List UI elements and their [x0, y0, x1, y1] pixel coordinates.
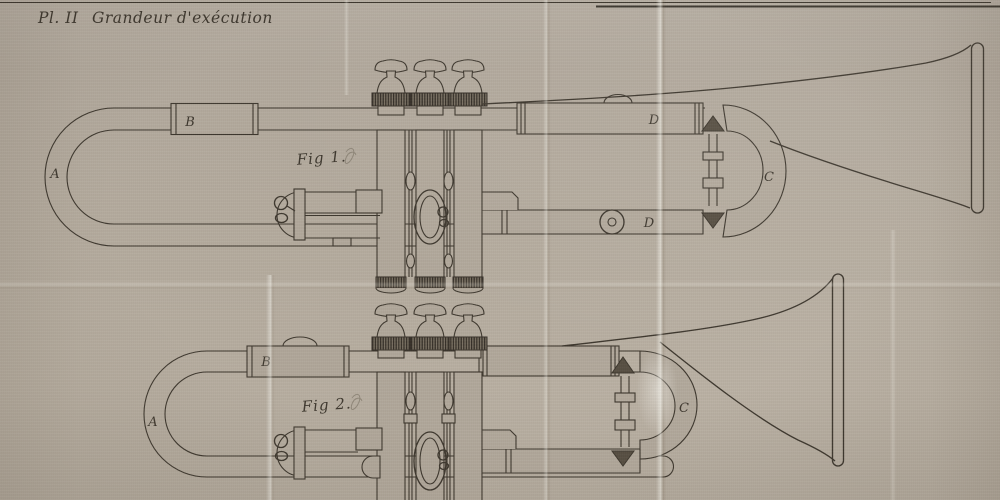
fig2-part-label-a: A [147, 415, 157, 430]
fig2-slide-b [246, 336, 350, 378]
fig2-bell [561, 273, 845, 467]
fig1-button-3 [448, 59, 488, 116]
fig1-drawing [44, 42, 985, 294]
fig2-valve-cluster [376, 371, 483, 500]
fig1-slide-d-upper [516, 93, 704, 135]
fig1-part-label-c: C [764, 170, 774, 185]
plate-title: Grandeur d'exécution [92, 9, 273, 27]
fig1-third-slide [273, 188, 383, 247]
fig2-part-label-c: C [679, 401, 689, 416]
fig1-valve-buttons [371, 59, 488, 116]
fig1-water-key-icon [273, 195, 289, 211]
fig2-slide-lower [463, 429, 641, 474]
plate-number-label: Pl. II [37, 9, 79, 27]
fig1-part-label-d-upper: D [648, 113, 660, 128]
fig2-valve-buttons [371, 303, 488, 359]
fig2-caption: Fig 2. [300, 394, 352, 416]
fig1-bend-c [722, 104, 787, 238]
fig2-drawing [143, 273, 845, 500]
fig1-button-2 [410, 59, 450, 116]
fig1-valve-cluster [376, 129, 483, 278]
fig2-central-slide-loop [361, 431, 450, 491]
plate-text: Pl. II Grandeur d'exécution Fig 1. Fig 2… [37, 9, 774, 430]
fig1-part-label-a: A [49, 167, 59, 182]
fig2-part-label-b: B [260, 355, 271, 370]
fig2-third-slide [273, 426, 383, 480]
fig1-bell-rim [970, 42, 985, 214]
fig1-slide-d-lower [459, 191, 704, 235]
fig1-pen-flourish [344, 147, 357, 164]
fig2-button-1 [371, 303, 411, 359]
fig1-central-slide-loop [413, 189, 450, 245]
fig1-bell [481, 42, 985, 214]
fig1-brace [701, 115, 725, 229]
fig2-brace [611, 356, 636, 467]
plate-border-rules [0, 1, 1000, 8]
fig2-bend-c [639, 350, 698, 460]
fig2-button-3 [448, 303, 488, 359]
fig1-valve-bottom-caps [375, 276, 484, 294]
fig1-caption: Fig 1. [295, 147, 347, 169]
fig2-water-key-icon [273, 433, 289, 449]
fig1-part-label-d-lower: D [643, 216, 655, 231]
fig2-pen-flourish [350, 393, 363, 410]
fig2-slide-upper [478, 345, 620, 377]
fig2-bell-rim [831, 273, 845, 467]
fig1-slide-b [170, 102, 259, 136]
fig1-part-label-b: B [184, 115, 195, 130]
fig2-button-2 [410, 303, 450, 359]
fig1-button-1 [371, 59, 411, 116]
